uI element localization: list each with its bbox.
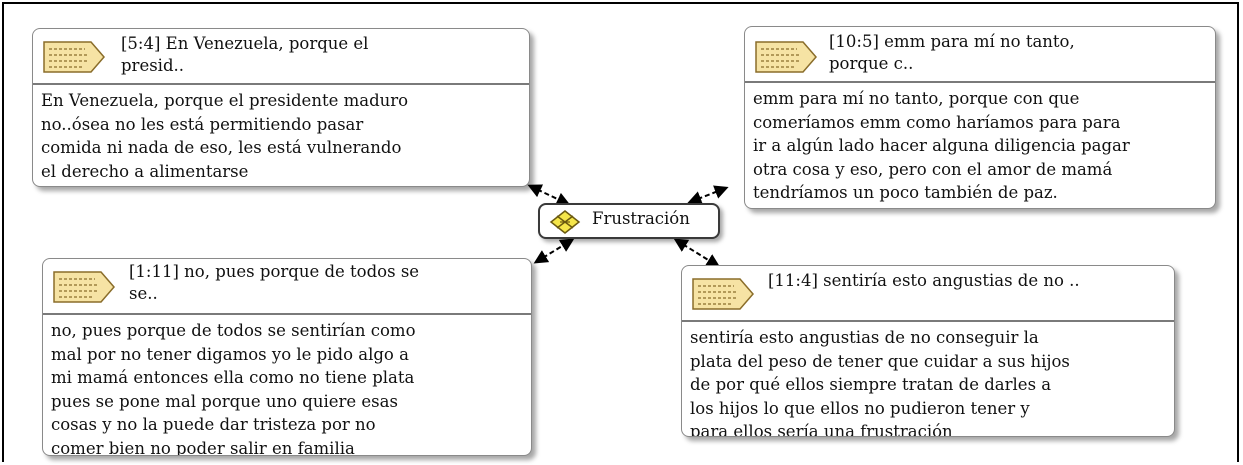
link-q2 xyxy=(687,185,729,205)
code-diamond-icon xyxy=(549,210,581,234)
quote-header: [1:11] no, pues porque de todos se se.. xyxy=(43,259,531,315)
quote-card[interactable]: [10:5] emm para mí no tanto, porque c.. … xyxy=(744,26,1216,209)
quote-text: En Venezuela, porque el presidente madur… xyxy=(41,91,409,181)
quote-title: [11:4] sentiría esto angustias de no .. xyxy=(768,271,1080,290)
document-icon xyxy=(53,271,115,303)
document-icon xyxy=(692,278,754,310)
quote-text: emm para mí no tanto, porque con que com… xyxy=(753,89,1130,202)
quote-text: sentiría esto angustias de no conseguir … xyxy=(690,328,1070,437)
code-label: Frustración xyxy=(592,209,690,228)
quote-title: [10:5] emm para mí no tanto, porque c.. xyxy=(829,32,1075,73)
link-q1 xyxy=(527,184,571,206)
quote-title: [1:11] no, pues porque de todos se se.. xyxy=(129,262,420,303)
link-q4 xyxy=(673,238,721,268)
quote-header: [10:5] emm para mí no tanto, porque c.. xyxy=(745,27,1215,83)
quote-header: [11:4] sentiría esto angustias de no .. xyxy=(682,266,1174,322)
document-icon xyxy=(755,41,817,73)
quote-title: [5:4] En Venezuela, porque el presid.. xyxy=(121,34,369,75)
link-q3 xyxy=(533,238,575,264)
quote-card[interactable]: [1:11] no, pues porque de todos se se.. … xyxy=(42,258,532,456)
quote-text: no, pues porque de todos se sentirían co… xyxy=(51,321,416,456)
document-icon xyxy=(43,41,105,73)
code-node-frustracion[interactable]: Frustración xyxy=(538,203,720,239)
quote-card[interactable]: [11:4] sentiría esto angustias de no .. … xyxy=(681,265,1175,437)
quote-header: [5:4] En Venezuela, porque el presid.. xyxy=(33,29,529,85)
quote-card[interactable]: [5:4] En Venezuela, porque el presid.. E… xyxy=(32,28,530,187)
